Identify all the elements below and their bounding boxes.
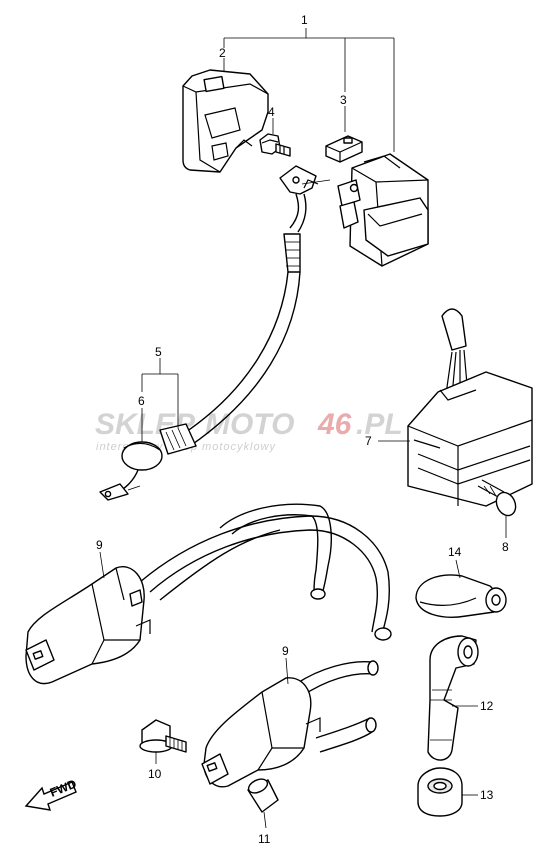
callout-3: 3 xyxy=(340,93,347,107)
starter-cable xyxy=(99,165,331,501)
fuse-3 xyxy=(325,135,363,163)
regulator-rectifier xyxy=(407,308,533,507)
leader-9b xyxy=(285,657,289,685)
callout-9-lower: 9 xyxy=(282,644,289,658)
callout-10: 10 xyxy=(148,767,162,781)
callout-13: 13 xyxy=(480,788,494,802)
plug-boot-12 xyxy=(427,635,479,761)
leader-1 xyxy=(223,28,395,152)
watermark-brand-num: 46 xyxy=(317,408,352,441)
callout-11: 11 xyxy=(258,832,271,846)
watermark-brand-right: MOTO xyxy=(205,408,294,441)
callout-9-upper: 9 xyxy=(96,538,103,552)
fwd-arrow-icon: FWD xyxy=(24,776,79,811)
callout-1: 1 xyxy=(301,13,308,27)
bolt-4 xyxy=(259,133,291,157)
seal-13 xyxy=(417,767,478,817)
ignition-coil-upper xyxy=(25,503,392,685)
watermark-brand-tld: .PL xyxy=(356,408,403,441)
callout-4: 4 xyxy=(268,105,275,119)
collar-11 xyxy=(247,778,279,829)
callout-7: 7 xyxy=(365,434,372,448)
callout-2: 2 xyxy=(219,46,226,60)
callout-6: 6 xyxy=(138,394,145,408)
leader-9a xyxy=(99,551,105,579)
screw-8 xyxy=(477,479,517,538)
leader-5 xyxy=(141,358,179,442)
plug-cap-14 xyxy=(415,559,507,618)
callout-8: 8 xyxy=(502,540,509,554)
bolt-10 xyxy=(139,719,187,764)
callout-12: 12 xyxy=(480,699,494,713)
callout-5: 5 xyxy=(155,345,162,359)
relay-cover xyxy=(182,69,269,173)
starter-relay xyxy=(337,153,429,267)
ignition-coil-lower xyxy=(201,660,379,788)
callout-14: 14 xyxy=(448,545,462,559)
